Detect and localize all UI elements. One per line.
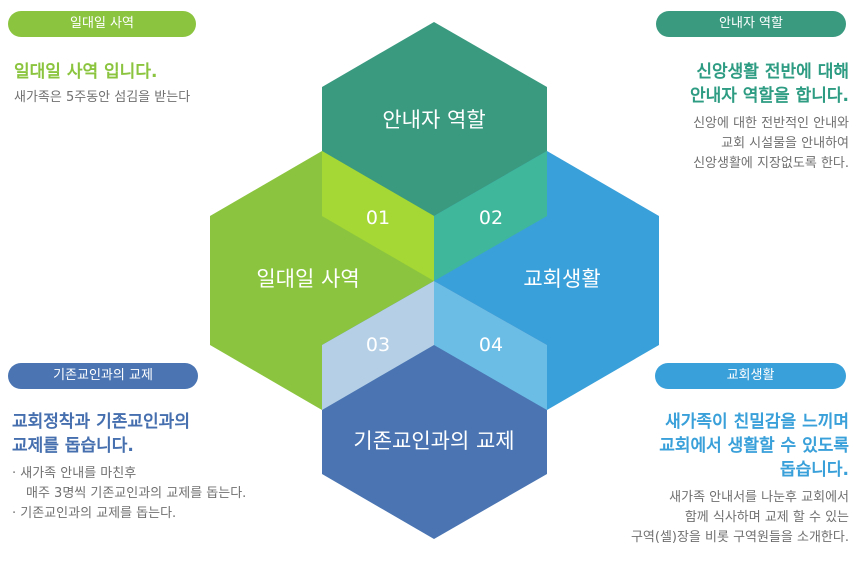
panel-guide-role-line-3: 신앙생활에 지장없도록 한다. bbox=[693, 156, 849, 171]
panel-guide-role-line-1: 신앙에 대한 전반적인 안내와 bbox=[693, 116, 849, 131]
overlap-04 bbox=[434, 281, 547, 410]
panel-one-to-one-heading: 일대일 사역 입니다. bbox=[14, 62, 158, 82]
panel-guide-role: 신앙생활 전반에 대해 안내자 역할을 합니다. 신앙에 대한 전반적인 안내와… bbox=[549, 60, 849, 174]
overlap-01 bbox=[322, 151, 434, 281]
panel-church-life-heading-1: 새가족이 친밀감을 느끼며 bbox=[665, 412, 849, 432]
panel-guide-role-heading-2: 안내자 역할을 합니다. bbox=[689, 86, 849, 106]
panel-one-to-one-line: 새가족은 5주동안 섬김을 받는다 bbox=[14, 90, 191, 105]
panel-guide-role-line-2: 교회 시설물을 안내하여 bbox=[721, 136, 849, 151]
pill-guide-role: 안내자 역할 bbox=[656, 11, 846, 37]
panel-church-life-line-1: 새가족 안내서를 나눈후 교회에서 bbox=[669, 490, 849, 505]
overlap-number-04: 04 bbox=[479, 334, 503, 356]
panel-guide-role-heading-1: 신앙생활 전반에 대해 bbox=[696, 62, 849, 82]
bullet-1: · 새가족 안내를 마친후 bbox=[12, 466, 137, 481]
overlap-number-03: 03 bbox=[366, 334, 390, 356]
hexagon-right-label: 교회생활 bbox=[523, 267, 600, 291]
pill-church-life: 교회생활 bbox=[655, 363, 846, 389]
panel-fellowship: 교회정착과 기존교인과의 교제를 돕습니다. · 새가족 안내를 마친후 매주 … bbox=[12, 410, 317, 524]
panel-one-to-one: 일대일 사역 입니다. 새가족은 5주동안 섬김을 받는다 bbox=[14, 60, 294, 108]
panel-church-life-line-3: 구역(셀)장을 비롯 구역원들을 소개한다. bbox=[630, 530, 849, 545]
panel-church-life: 새가족이 친밀감을 느끼며 교회에서 생활할 수 있도록 돕습니다. 새가족 안… bbox=[559, 410, 849, 548]
bullet-1-cont: 매주 3명씩 기존교인과의 교제를 돕는다. bbox=[26, 486, 247, 501]
bullet-2: · 기존교인과의 교제를 돕는다. bbox=[12, 506, 177, 521]
overlap-02 bbox=[434, 151, 547, 281]
pill-fellowship: 기존교인과의 교제 bbox=[8, 363, 198, 389]
overlap-03 bbox=[322, 281, 434, 410]
overlap-number-01: 01 bbox=[366, 207, 390, 229]
hexagon-left-label: 일대일 사역 bbox=[256, 267, 359, 291]
panel-church-life-heading-2: 교회에서 생활할 수 있도록 bbox=[659, 436, 849, 456]
panel-church-life-heading-3: 돕습니다. bbox=[779, 460, 849, 480]
panel-fellowship-heading-1: 교회정착과 기존교인과의 bbox=[12, 412, 190, 432]
panel-church-life-line-2: 함께 식사하며 교제 할 수 있는 bbox=[684, 510, 849, 525]
pill-one-to-one: 일대일 사역 bbox=[8, 11, 196, 37]
hexagon-bottom-label: 기존교인과의 교제 bbox=[353, 429, 514, 453]
hexagon-top-label: 안내자 역할 bbox=[382, 108, 485, 132]
overlap-number-02: 02 bbox=[479, 207, 503, 229]
panel-fellowship-bullets: · 새가족 안내를 마친후 매주 3명씩 기존교인과의 교제를 돕는다. · 기… bbox=[12, 464, 317, 524]
panel-fellowship-heading-2: 교제를 돕습니다. bbox=[12, 436, 134, 456]
